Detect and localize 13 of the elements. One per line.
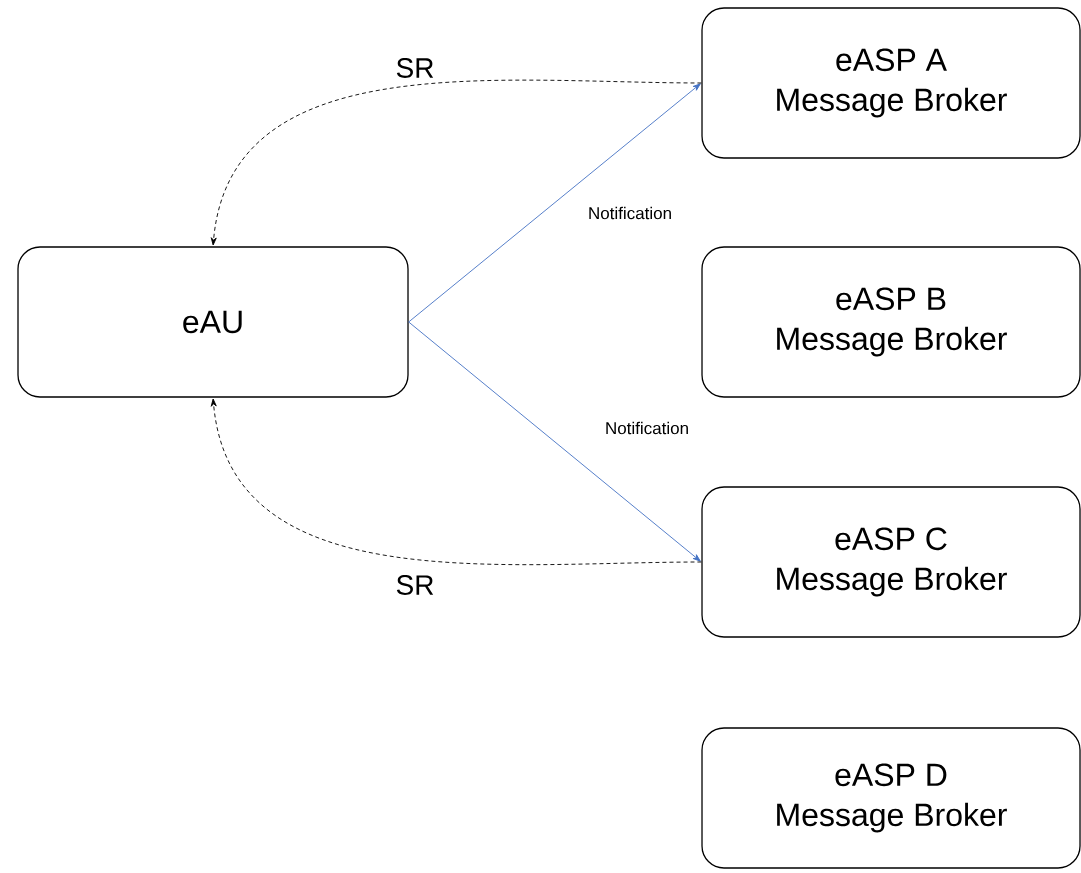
edge-label: SR <box>394 574 436 596</box>
arrow <box>408 321 701 562</box>
arrow <box>408 83 701 323</box>
dashed-arrow <box>210 79 702 246</box>
dashed-arrow <box>210 398 702 566</box>
box: eASP A Message Broker <box>701 7 1081 159</box>
edge-label: Notification <box>586 205 674 221</box>
box: eASP B Message Broker <box>701 246 1081 398</box>
box: eASP C Message Broker <box>701 486 1081 638</box>
box: eASP D Message Broker <box>701 727 1081 869</box>
edge-label: Notification <box>603 420 691 436</box>
edge-label: SR <box>394 57 436 79</box>
box: eAU <box>17 246 409 398</box>
